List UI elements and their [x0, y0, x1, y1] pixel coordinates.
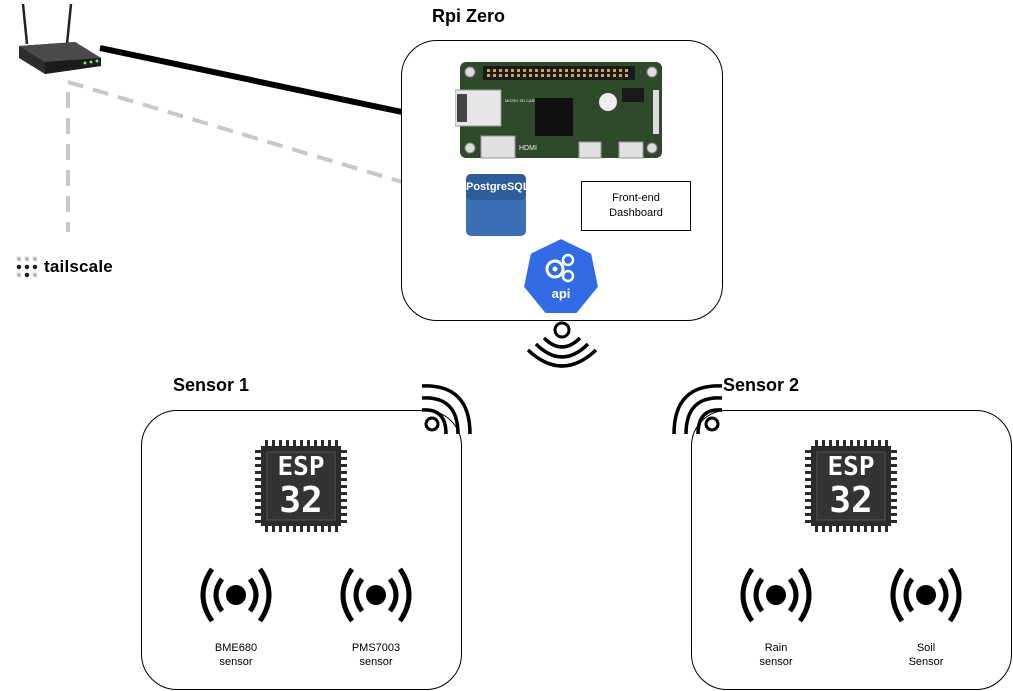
tailscale-logo: tailscale [16, 256, 113, 278]
sensor1-wifi-icon [421, 384, 472, 435]
sensor-broadcast-icon [200, 567, 272, 623]
router-rpi-tailscale-dashed-line [67, 80, 403, 184]
api-label: api [551, 286, 571, 301]
rpi-wifi-icon [526, 321, 598, 368]
tailscale-label: tailscale [44, 257, 113, 276]
router-rpi-ethernet-line [99, 45, 403, 115]
postgresql-label: PostgreSQL [466, 181, 530, 193]
sd-card-label: MICRO SD CARD [505, 98, 538, 103]
esp32-line2: 32 [279, 480, 323, 521]
raspberry-pi-board-icon: MICRO SD CARD HDMI [455, 62, 662, 159]
sensor-label-bme680: BME680 sensor [214, 642, 258, 668]
sensor-broadcast-icon [340, 567, 412, 623]
sensor-broadcast-icon [740, 567, 812, 623]
frontend-dashboard-box: Front-end Dashboard [581, 181, 691, 231]
esp32-chip-icon: ESP 32 [805, 440, 897, 532]
postgresql-icon: PostgreSQL [466, 174, 530, 236]
sensor-broadcast-icon [890, 567, 962, 623]
api-icon: api [522, 236, 600, 316]
sensor-label-pms7003: PMS7003 sensor [351, 642, 401, 668]
esp32-chip-icon: ESP 32 [255, 440, 347, 532]
router-icon [19, 4, 101, 74]
esp32-line1: ESP [827, 452, 875, 482]
sensor-label-rain: Rain sensor [759, 642, 793, 668]
esp32-line2: 32 [829, 480, 873, 521]
sensor2-wifi-icon [672, 384, 723, 435]
sensor1-box [141, 410, 462, 690]
esp32-line1: ESP [277, 452, 325, 482]
sensor1-title: Sensor 1 [173, 375, 250, 395]
sensor2-title: Sensor 2 [723, 375, 800, 395]
hdmi-label: HDMI [519, 145, 537, 152]
tailscale-dots-icon [16, 256, 38, 278]
sensor-label-soil: Soil Sensor [908, 642, 944, 668]
rpi-title: Rpi Zero [432, 6, 506, 26]
